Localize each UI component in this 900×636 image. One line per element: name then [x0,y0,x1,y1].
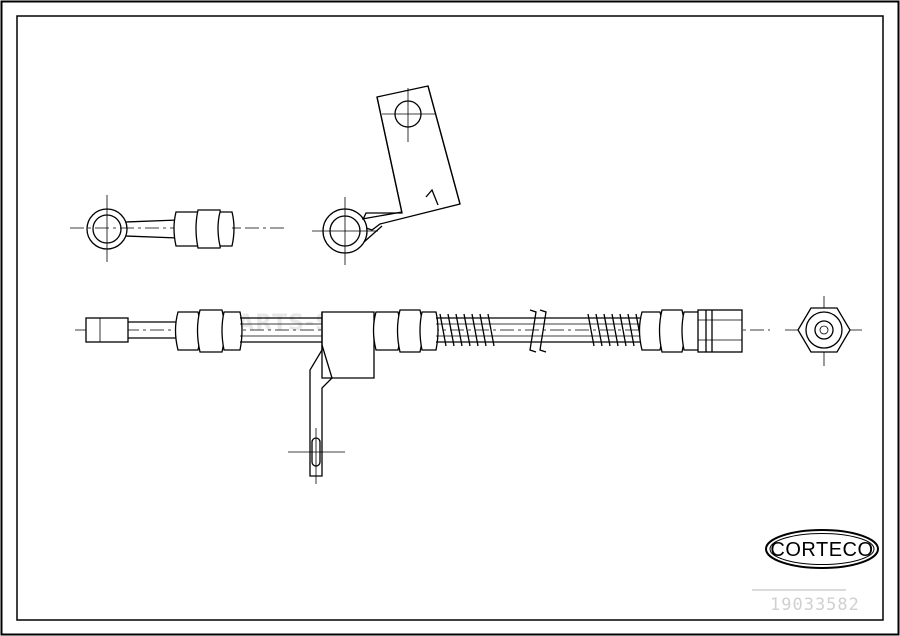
corteco-logo: CORTECO [765,529,879,569]
brake-hose-assembly [75,309,770,484]
brand-logo-text: CORTECO [770,539,873,561]
hex-nut-end-view [785,296,862,366]
bracket-top-view [312,85,461,265]
part-number: 19033582 [770,595,860,615]
spring-guard-right [587,313,643,347]
part-number-block: 19033582 [752,589,860,615]
spring-guard-left [439,313,495,347]
banjo-fitting-view [70,195,285,262]
